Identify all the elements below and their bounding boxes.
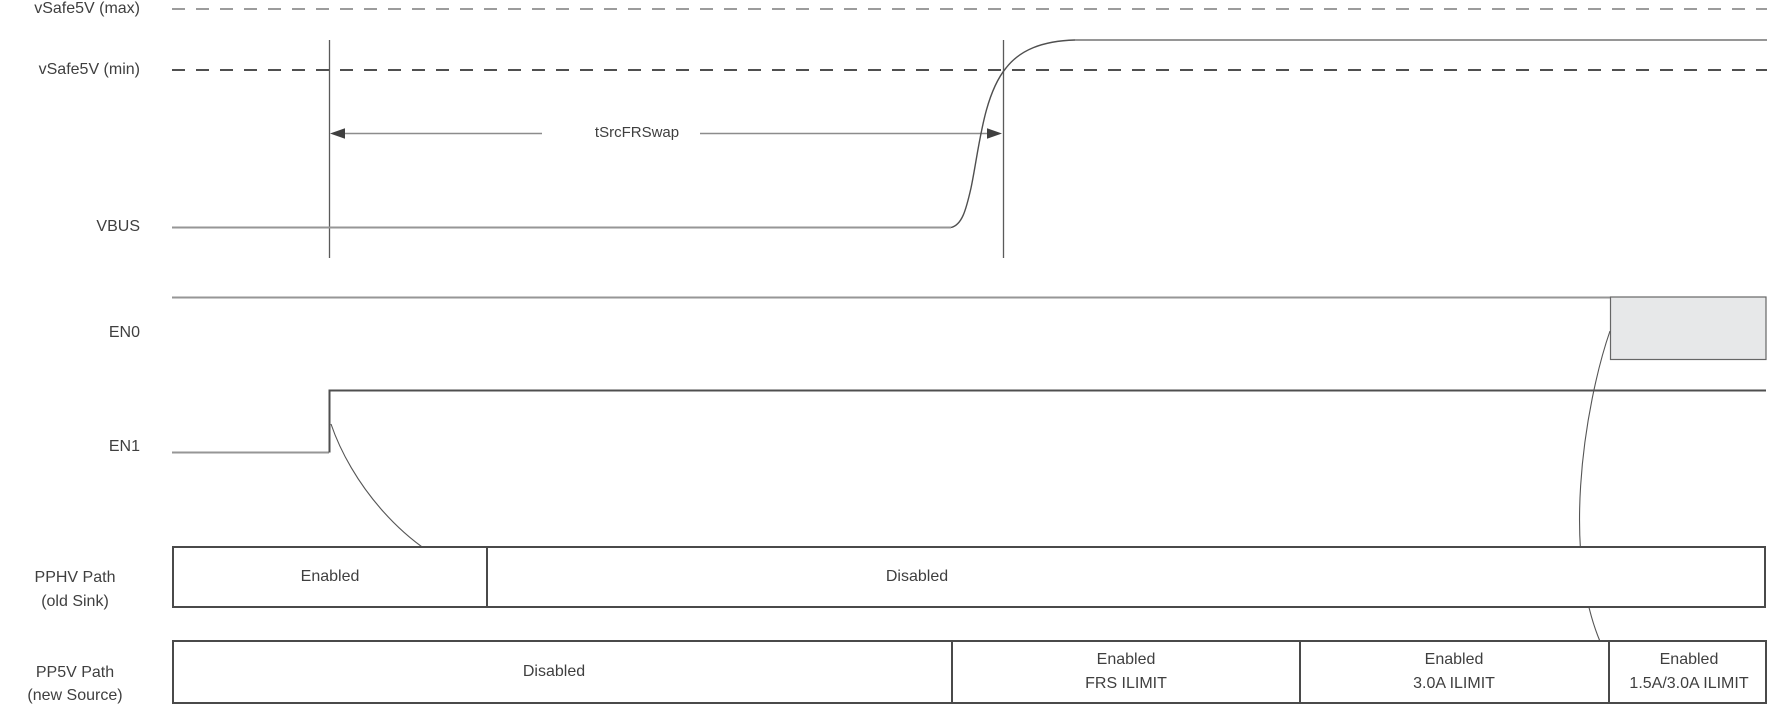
pphv-segment-disabled: Disabled [886, 565, 948, 589]
pphv-segment-enabled-text: Enabled [300, 568, 360, 585]
pp5v-segment-frs-ilimit: Enabled FRS ILIMIT [1085, 651, 1167, 692]
en0-dont-care-box [1609, 296, 1767, 361]
tsrcfrswap-label: tSrcFRSwap [594, 124, 680, 141]
pphv-path-label-line1: PPHV Path [34, 569, 116, 586]
pp5v-segment-disabled-text: Disabled [522, 663, 586, 680]
tsrcfrswap-right-arrowhead-icon [987, 128, 1002, 139]
pp5v-path-label: PP5V Path (new Source) [0, 661, 150, 707]
pp5v-path-state-row: Disabled Enabled FRS ILIMIT Enabled 3.0A… [172, 640, 1767, 704]
pphv-path-state-row: Enabled Disabled [172, 546, 1766, 608]
pphv-segment-disabled-text: Disabled [885, 568, 949, 585]
pp5v-state-divider-2 [1299, 642, 1301, 702]
pphv-state-divider [486, 548, 488, 606]
en1-label: EN1 [108, 438, 140, 455]
en0-label: EN0 [108, 324, 140, 341]
pphv-path-label: PPHV Path (old Sink) [0, 566, 150, 614]
pp5v-segment-disabled: Disabled [523, 660, 585, 684]
en1-high-line [328, 389, 1766, 453]
pp5v-state-divider-3 [1608, 642, 1610, 702]
pp5v-state-divider-1 [951, 642, 953, 702]
pp5v-path-label-line1: PP5V Path [35, 664, 115, 681]
vbus-label: VBUS [96, 218, 140, 235]
en0-to-pp5v-arrow-curve [1579, 330, 1611, 661]
vsafe5v-min-label: vSafe5V (min) [38, 61, 140, 78]
tsrcfrswap-left-arrowhead-icon [330, 128, 345, 139]
pphv-path-label-line2: (old Sink) [41, 593, 109, 610]
vsafe5v-max-label: vSafe5V (max) [34, 0, 140, 17]
pp5v-segment-3a-ilimit: Enabled 3.0A ILIMIT [1413, 651, 1495, 692]
pp5v-segment-1p5a-3a-ilimit: Enabled 1.5A/3.0A ILIMIT [1629, 651, 1749, 692]
pp5v-path-label-line2: (new Source) [27, 687, 123, 704]
vbus-rise-curve [950, 39, 1076, 229]
pphv-segment-enabled: Enabled [301, 565, 360, 589]
